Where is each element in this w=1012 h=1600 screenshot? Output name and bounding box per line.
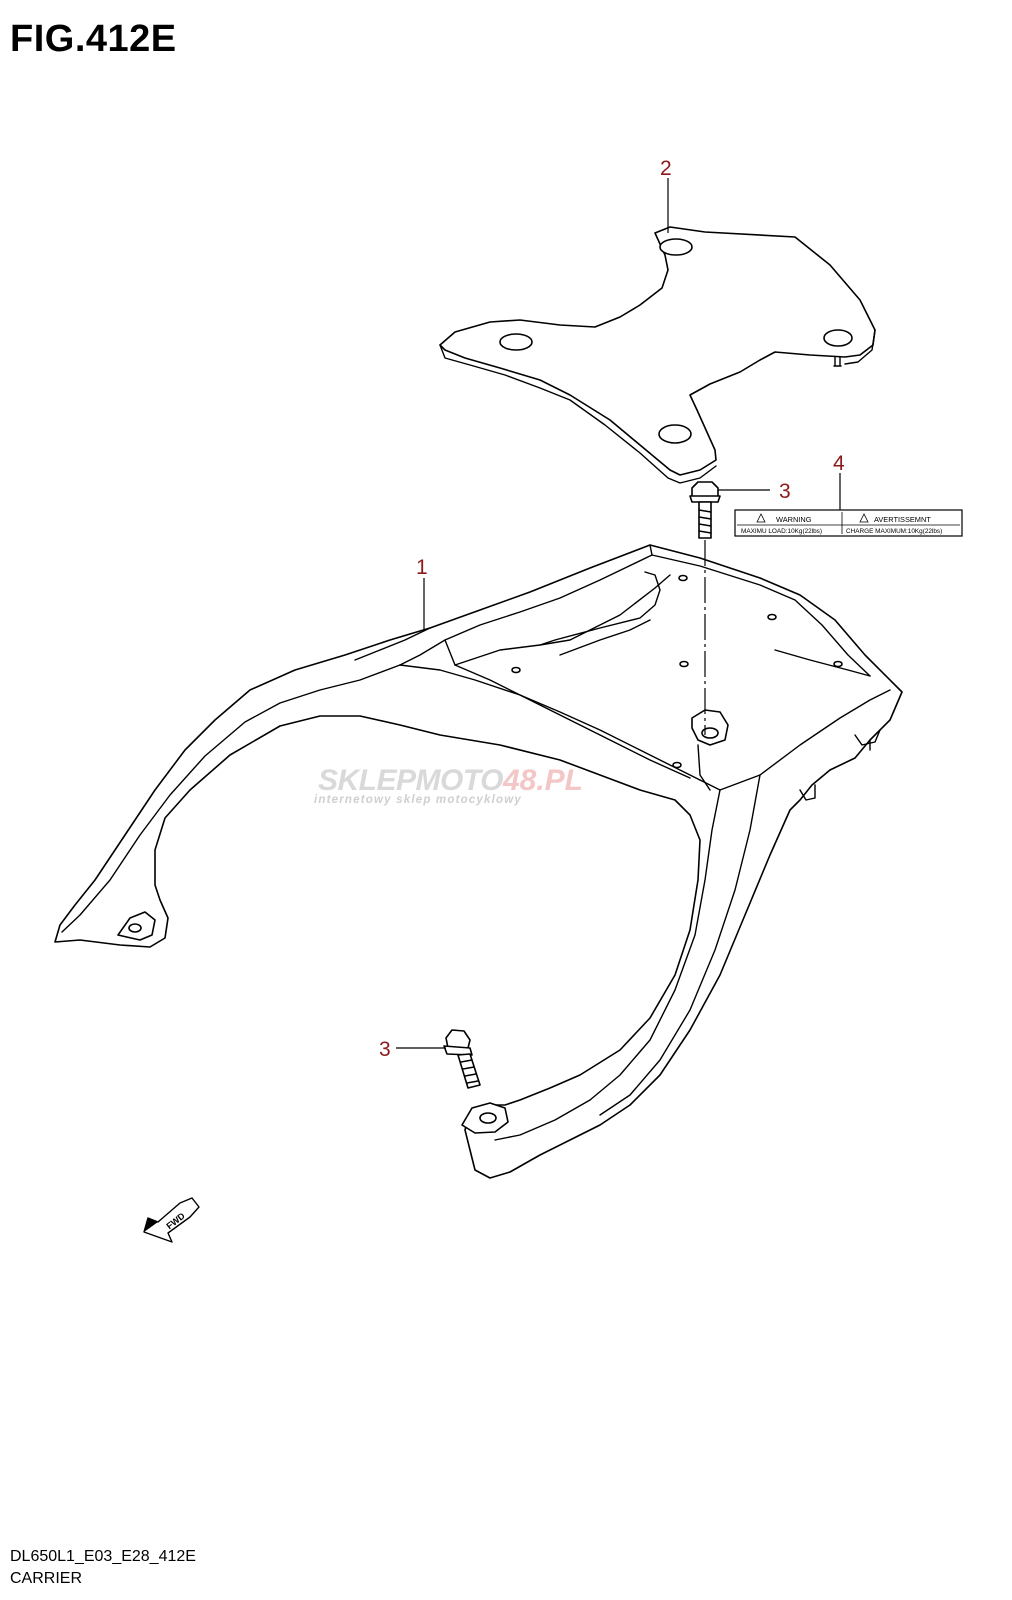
callout-leaders	[396, 178, 841, 1049]
warning-label-left-heading: WARNING	[776, 515, 812, 524]
svg-text:SKLEPMOTO48.PL: SKLEPMOTO48.PL	[318, 764, 583, 797]
part-2-carrier-plate	[439, 226, 876, 484]
warning-triangle-icon	[859, 513, 869, 523]
fwd-arrow: FWD	[143, 1197, 200, 1243]
part-3-bolt-lower	[443, 1029, 481, 1089]
watermark-brand-main: SKLEPMOTO	[318, 764, 503, 797]
part-4-warning-label: WARNING AVERTISSEMNT MAXIMU LOAD:10Kg(22…	[734, 509, 963, 537]
part-1-carrier-frame	[54, 544, 903, 1179]
warning-label-left-text: MAXIMU LOAD:10Kg(22lbs)	[741, 528, 822, 535]
figure-title: FIG.412E	[10, 18, 177, 60]
callout-3-lower: 3	[379, 1038, 391, 1061]
warning-triangle-icon	[756, 513, 766, 523]
diagram-caption: CARRIER	[10, 1570, 83, 1587]
warning-label-right-text: CHARGE MAXIMUM:10Kg(22lbs)	[846, 528, 942, 535]
warning-label-right-heading: AVERTISSEMNT	[874, 515, 931, 524]
callout-2: 2	[660, 157, 672, 180]
watermark-tagline: internetowy sklep motocyklowy	[314, 794, 522, 806]
watermark: SKLEPMOTO48.PL internetowy sklep motocyk…	[314, 764, 583, 806]
callout-4: 4	[833, 452, 845, 475]
part-3-bolt-upper	[689, 481, 721, 539]
watermark-brand-accent: 48.PL	[502, 764, 583, 797]
callout-3-upper: 3	[779, 480, 791, 503]
callout-1: 1	[416, 556, 428, 579]
diagram-code: DL650L1_E03_E28_412E	[10, 1548, 196, 1565]
